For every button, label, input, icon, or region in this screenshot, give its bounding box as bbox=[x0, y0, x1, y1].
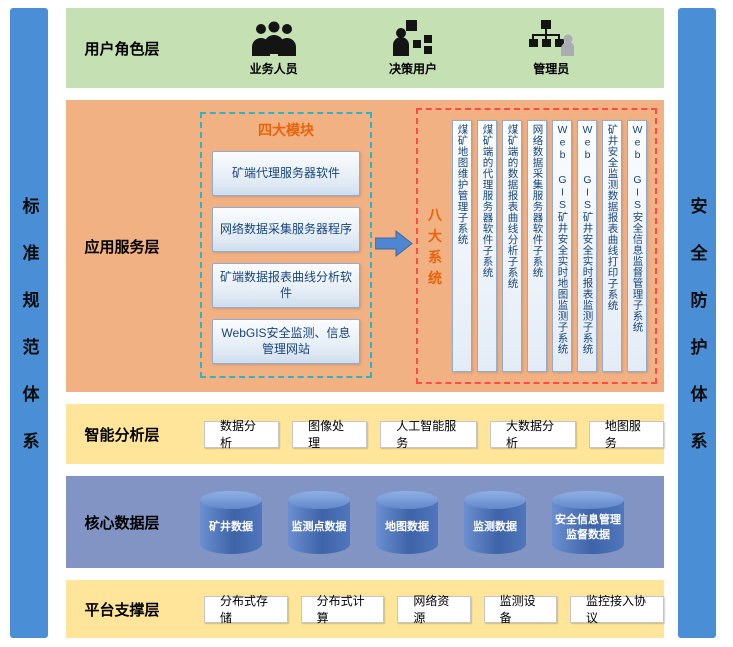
eight-systems-title: 八大系统 bbox=[427, 207, 443, 292]
module-item: 网络数据采集服务器程序 bbox=[212, 207, 360, 252]
security-system-label: 安全防护体系 bbox=[687, 197, 707, 479]
system-column: 煤矿端的数据报表曲线分析子系统 bbox=[502, 120, 522, 372]
database-cylinder: 监测点数据 bbox=[288, 491, 350, 554]
database-cylinder: 矿井数据 bbox=[200, 491, 262, 554]
analysis-item: 人工智能服务 bbox=[380, 419, 477, 450]
platform-item: 分布式计算 bbox=[300, 594, 385, 625]
standards-system-label: 标准规范体系 bbox=[19, 197, 39, 479]
layer-platform: 平台支撑层 分布式存储 分布式计算 网络资源 监测设备 监控接入协议 bbox=[66, 580, 664, 638]
security-system-bar: 安全防护体系 bbox=[678, 8, 716, 638]
database-label: 监测数据 bbox=[473, 521, 517, 534]
database-cylinder: 监测数据 bbox=[464, 491, 526, 554]
system-column-label: 网络数据采集服务器软件子系统 bbox=[531, 124, 544, 278]
module-item: WebGIS安全监测、信息管理网站 bbox=[212, 319, 360, 364]
layers-column: 用户角色层 业务人员 bbox=[66, 0, 664, 647]
system-column-label: 矿井安全监测数据报表曲线打印子系统 bbox=[606, 124, 619, 311]
database-label: 地图数据 bbox=[385, 521, 429, 534]
role-label: 管理员 bbox=[533, 61, 570, 76]
layer-core-data-label: 核心数据层 bbox=[84, 514, 160, 532]
system-column-label: Web GIS矿井安全实时地图监测子系统 bbox=[556, 124, 569, 355]
module-item: 矿端代理服务器软件 bbox=[212, 151, 360, 196]
system-column: 矿井安全监测数据报表曲线打印子系统 bbox=[602, 120, 622, 372]
role-label: 业务人员 bbox=[249, 61, 298, 76]
layer-core-data: 核心数据层 矿井数据 监测点数据 地图数据 监测数据 安全信息管理监督数据 bbox=[66, 476, 664, 568]
layer-app-service-label: 应用服务层 bbox=[84, 238, 160, 256]
system-column: Web GIS安全信息监督管理子系统 bbox=[627, 120, 647, 372]
platform-items-row: 分布式存储 分布式计算 网络资源 监测设备 监控接入协议 bbox=[178, 594, 664, 625]
system-column-label: 煤矿地图维护管理子系统 bbox=[456, 124, 469, 245]
analysis-item: 图像处理 bbox=[292, 419, 368, 450]
users-group-icon bbox=[250, 20, 298, 56]
database-label: 监测点数据 bbox=[291, 521, 347, 534]
module-item: 矿端数据报表曲线分析软件 bbox=[212, 263, 360, 308]
platform-item: 监测设备 bbox=[483, 594, 557, 625]
system-column-label: Web GIS矿井安全实时报表监测子系统 bbox=[581, 124, 594, 355]
role-administrator: 管理员 bbox=[528, 19, 575, 77]
right-arrow-icon bbox=[374, 229, 413, 262]
platform-item: 分布式存储 bbox=[204, 594, 288, 625]
database-label: 矿井数据 bbox=[209, 521, 253, 534]
data-cylinders-row: 矿井数据 监测点数据 地图数据 监测数据 安全信息管理监督数据 bbox=[178, 490, 664, 554]
system-column: 煤矿地图维护管理子系统 bbox=[452, 120, 472, 372]
roles-row: 业务人员 决策用户 bbox=[178, 19, 664, 77]
role-business-user: 业务人员 bbox=[250, 20, 298, 77]
analysis-item: 大数据分析 bbox=[489, 419, 576, 450]
systems-columns: 煤矿地图维护管理子系统 煤矿端的代理服务器软件子系统 煤矿端的数据报表曲线分析子… bbox=[452, 120, 647, 372]
system-column: 网络数据采集服务器软件子系统 bbox=[527, 120, 547, 372]
layer-user-role: 用户角色层 业务人员 bbox=[66, 8, 664, 88]
system-column: Web GIS矿井安全实时地图监测子系统 bbox=[552, 120, 572, 372]
system-column-label: 煤矿端的代理服务器软件子系统 bbox=[481, 124, 494, 278]
database-label: 安全信息管理监督数据 bbox=[555, 514, 621, 541]
platform-item: 监控接入协议 bbox=[570, 594, 664, 625]
decision-user-icon bbox=[392, 19, 434, 56]
layer-platform-label: 平台支撑层 bbox=[84, 601, 160, 619]
system-column-label: Web GIS安全信息监督管理子系统 bbox=[631, 124, 644, 333]
four-modules-box: 四大模块 矿端代理服务器软件 网络数据采集服务器程序 矿端数据报表曲线分析软件 … bbox=[200, 112, 372, 378]
analysis-items-row: 数据分析 图像处理 人工智能服务 大数据分析 地图服务 bbox=[178, 419, 664, 450]
layer-app-service: 应用服务层 四大模块 矿端代理服务器软件 网络数据采集服务器程序 矿端数据报表曲… bbox=[66, 100, 664, 392]
database-cylinder: 安全信息管理监督数据 bbox=[552, 491, 624, 554]
layer-analysis: 智能分析层 数据分析 图像处理 人工智能服务 大数据分析 地图服务 bbox=[66, 404, 664, 464]
analysis-item: 地图服务 bbox=[588, 419, 664, 450]
platform-item: 网络资源 bbox=[397, 594, 471, 625]
role-label: 决策用户 bbox=[388, 61, 437, 76]
admin-org-icon bbox=[528, 19, 575, 56]
app-service-content: 四大模块 矿端代理服务器软件 网络数据采集服务器程序 矿端数据报表曲线分析软件 … bbox=[178, 100, 664, 392]
role-decision-user: 决策用户 bbox=[388, 19, 437, 77]
system-column: 煤矿端的代理服务器软件子系统 bbox=[477, 120, 497, 372]
eight-systems-box: 八大系统 煤矿地图维护管理子系统 煤矿端的代理服务器软件子系统 煤矿端的数据报表… bbox=[416, 108, 657, 384]
layer-analysis-label: 智能分析层 bbox=[84, 426, 160, 444]
analysis-item: 数据分析 bbox=[204, 419, 280, 450]
system-column: Web GIS矿井安全实时报表监测子系统 bbox=[577, 120, 597, 372]
standards-system-bar: 标准规范体系 bbox=[10, 8, 48, 638]
database-cylinder: 地图数据 bbox=[376, 491, 438, 554]
system-column-label: 煤矿端的数据报表曲线分析子系统 bbox=[506, 124, 519, 289]
four-modules-title: 四大模块 bbox=[258, 122, 314, 138]
layer-user-role-label: 用户角色层 bbox=[84, 40, 160, 58]
